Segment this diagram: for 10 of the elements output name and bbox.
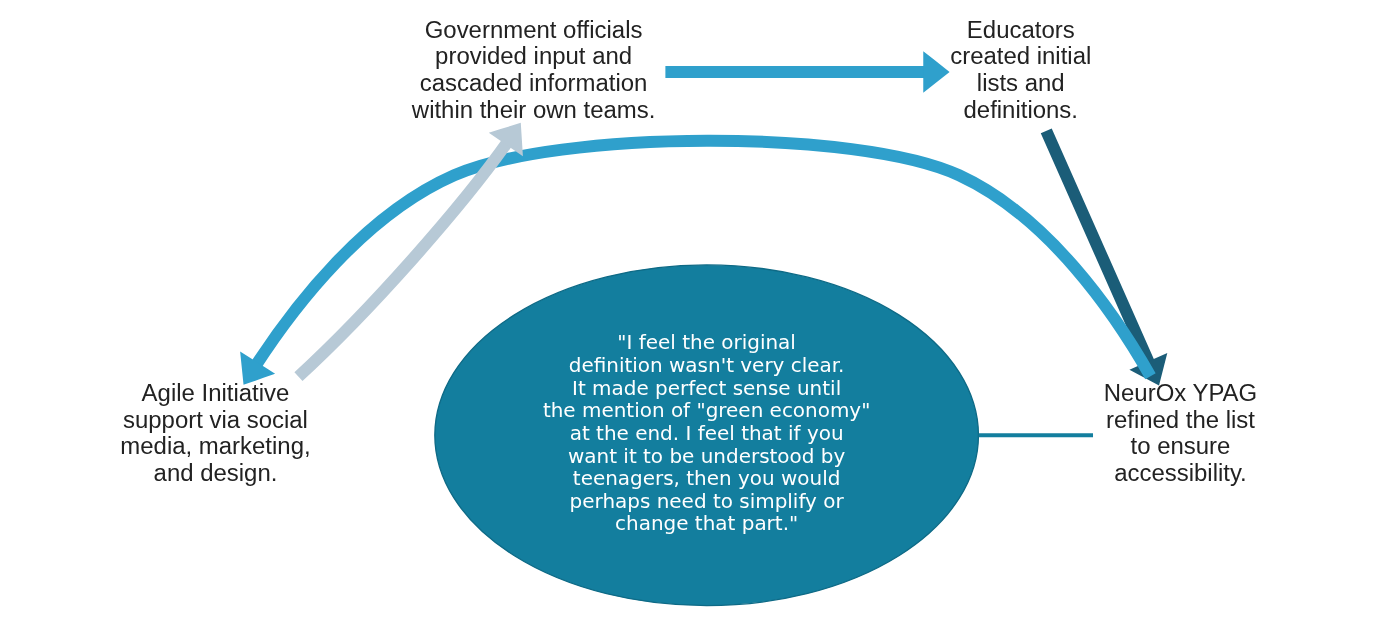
node-text: Government officials provided input and cascaded information within their own teams. (411, 15, 656, 123)
arrow (240, 134, 1156, 385)
arrow (1040, 128, 1168, 386)
connector (978, 433, 1093, 438)
node-text: NeurOx YPAG refined the list to ensure accessibility. (1103, 379, 1258, 487)
node-ellipse: "I feel the original definition wasn't very clear. It made perfect sense until the mention of "green economy" at the end. I feel that if you want it to be understood by teenagers, then you would perhaps need to simplify or change that part." (434, 264, 980, 607)
node-text: Agile Initiative support via social media, marketing, and design. (120, 379, 311, 487)
arrow (294, 122, 523, 381)
arrow (665, 51, 950, 93)
node-text: Educators created initial lists and definitions. (950, 15, 1092, 123)
